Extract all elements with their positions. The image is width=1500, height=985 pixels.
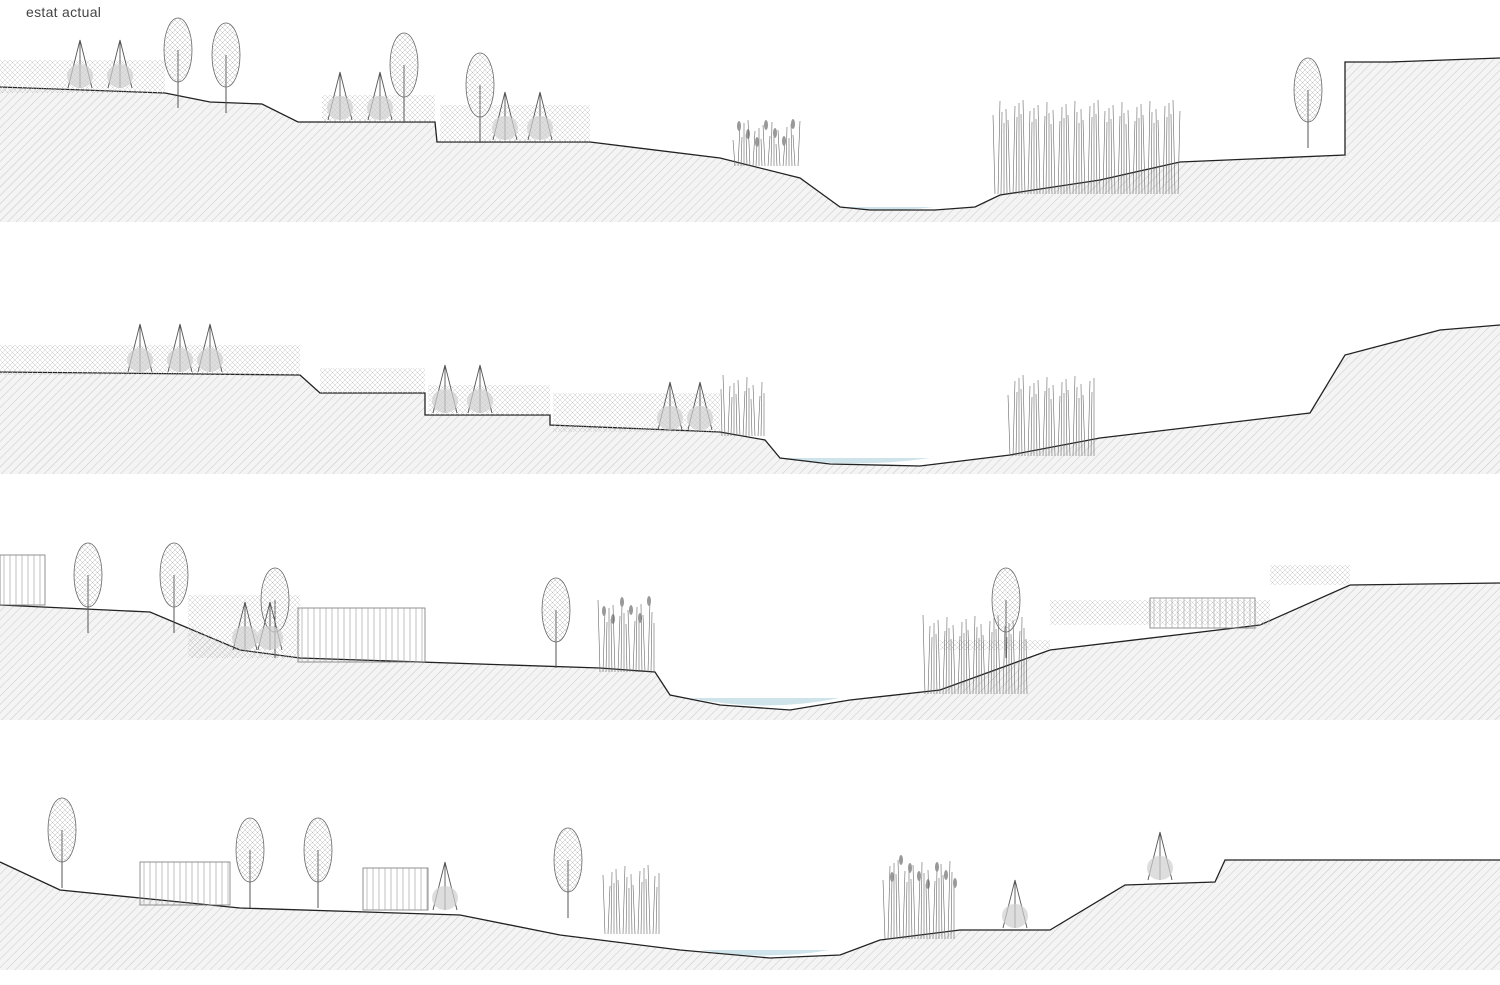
plant-tripod: [232, 601, 258, 651]
reeds: [882, 855, 957, 940]
tree: [47, 797, 77, 888]
plant-tripod: [127, 323, 153, 373]
plant-tripod: [367, 71, 393, 121]
plant-tripod: [1147, 831, 1173, 881]
tree: [541, 577, 571, 668]
tree: [553, 827, 583, 918]
section-1: [0, 17, 1500, 222]
section-4: [0, 797, 1500, 970]
tree: [159, 542, 189, 633]
plant-tripod: [492, 91, 518, 141]
pergola: [362, 867, 429, 911]
plant-tripod: [107, 39, 133, 89]
plant-tripod: [687, 381, 713, 431]
reeds: [922, 614, 1028, 695]
ground-hatch: [0, 583, 1500, 720]
tree: [73, 542, 103, 633]
section-3: [0, 542, 1500, 720]
plant-tripod: [527, 91, 553, 141]
ground-line: [0, 57, 1500, 211]
ground-hatch: [0, 325, 1500, 474]
ground-line: [0, 859, 1500, 959]
reeds: [597, 596, 655, 673]
plant-tripod: [197, 323, 223, 373]
tree: [163, 17, 193, 108]
tree: [389, 32, 419, 123]
pergola: [0, 554, 46, 606]
reeds: [602, 864, 660, 935]
plant-tripod: [467, 364, 493, 414]
tree: [211, 22, 241, 113]
tree: [235, 817, 265, 908]
plant-tripod: [432, 364, 458, 414]
fence: [1270, 565, 1350, 585]
pergola: [297, 607, 426, 663]
reeds: [732, 119, 801, 167]
pergola: [1149, 597, 1256, 629]
section-2: [0, 323, 1500, 474]
drawing-title: estat actual: [26, 4, 102, 20]
tree: [991, 567, 1021, 658]
fence: [320, 368, 425, 393]
water: [690, 698, 840, 706]
tree: [1293, 57, 1323, 148]
plant-tripod: [167, 323, 193, 373]
tree: [465, 52, 495, 143]
ground-hatch: [0, 860, 1500, 970]
reeds: [992, 99, 1181, 195]
plant-tripod: [327, 71, 353, 121]
fence: [940, 640, 1050, 650]
reeds: [1007, 374, 1095, 457]
tree: [303, 817, 333, 908]
ground-hatch: [0, 58, 1500, 222]
plant-tripod: [1002, 879, 1028, 929]
plant-tripod: [257, 601, 283, 651]
plant-tripod: [657, 381, 683, 431]
plant-tripod: [432, 861, 458, 911]
reeds: [720, 374, 765, 437]
plant-tripod: [67, 39, 93, 89]
pergola: [139, 861, 231, 906]
